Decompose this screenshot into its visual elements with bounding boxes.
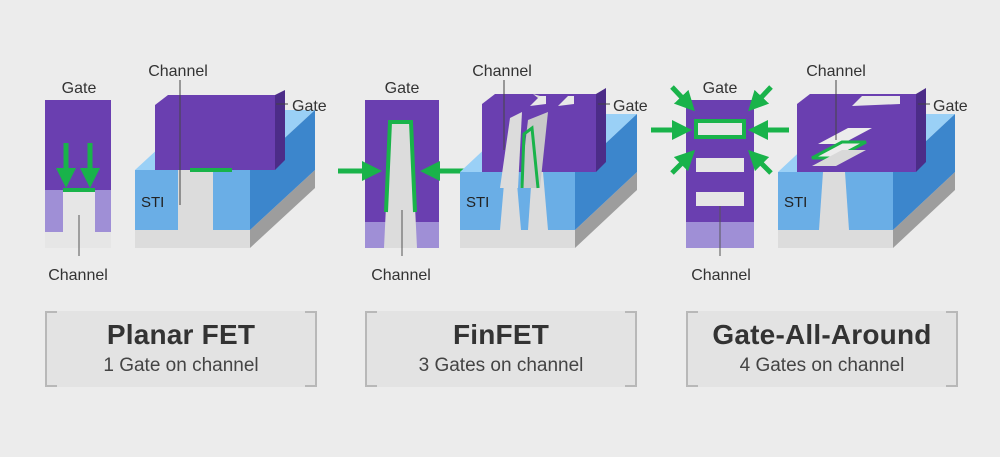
gaa-caption-card: Gate-All-Around 4 Gates on channel [686, 311, 958, 387]
finfet-iso-fin-back-top-1 [530, 96, 546, 106]
planar-xsec-channel-label: Channel [48, 267, 108, 284]
finfet-subtitle: 3 Gates on channel [418, 355, 584, 376]
planar-title: Planar FET [106, 319, 256, 350]
planar-subtitle: 1 Gate on channel [103, 355, 259, 376]
finfet-sti-label: STI [466, 194, 489, 211]
finfet-iso-gate-label: Gate [613, 98, 648, 115]
gaa-iso-gate-label: Gate [933, 98, 968, 115]
gaa-subtitle: 4 Gates on channel [739, 355, 905, 376]
gaa-iso-substrate-side [893, 172, 955, 248]
finfet-iso-gate-interface [520, 125, 540, 189]
planar-isometric: STI Channel Gate [135, 63, 327, 248]
gaa-cross-section: Gate Channel [651, 80, 789, 284]
planar-iso-substrate-side [250, 170, 315, 248]
planar-xsec-gate-label: Gate [62, 80, 97, 97]
planar-xsec-channel [45, 190, 111, 248]
gaa-title: Gate-All-Around [712, 319, 932, 350]
planar-iso-substrate-front [135, 230, 250, 248]
gaa-iso-gate-side [916, 88, 926, 172]
finfet-xsec-gate-label: Gate [385, 80, 420, 97]
gaa-iso-sti-side [893, 114, 955, 230]
finfet-iso-fin-back-top-2 [558, 96, 574, 106]
gaa-iso-substrate-front [778, 230, 893, 248]
gaa-xsec-nanosheet-1 [694, 119, 746, 139]
gaa-iso-sheet-3 [812, 150, 866, 166]
gaa-isometric: STI Channel Gate [778, 63, 968, 248]
gaa-iso-sheet-1 [818, 128, 872, 144]
planar-cross-section: Gate Channel [45, 80, 111, 284]
finfet-iso-channel-label: Channel [472, 63, 532, 80]
finfet-iso-sti-side [575, 114, 637, 230]
gaa-iso-fin-base [819, 172, 849, 230]
gaa-arrow-top-left [670, 85, 695, 112]
planar-iso-sti-side [250, 110, 315, 230]
finfet-iso-substrate-side [575, 172, 637, 248]
finfet-isometric: STI Channel Gate [460, 63, 648, 248]
planar-iso-gate-side [275, 90, 285, 170]
planar-iso-gate-label: Gate [292, 98, 327, 115]
planar-sti-label: STI [141, 194, 164, 211]
gaa-arrow-top-right [748, 85, 773, 112]
finfet-xsec-channel-label: Channel [371, 267, 431, 284]
planar-xsec-gate [45, 100, 111, 192]
finfet-xsec-fin [384, 122, 417, 248]
finfet-iso-substrate-front [460, 230, 575, 248]
gaa-iso-sheet-back [852, 96, 900, 106]
planar-iso-gate [155, 95, 275, 170]
finfet-title: FinFET [452, 319, 550, 350]
gaa-sti-label: STI [784, 194, 807, 211]
planar-iso-channel-label: Channel [148, 63, 208, 80]
gaa-xsec-gate-label: Gate [703, 80, 738, 97]
finfet-cross-section: Gate Channel [338, 80, 464, 284]
gaa-iso-channel-label: Channel [806, 63, 866, 80]
finfet-iso-fin-1 [500, 112, 522, 188]
gaa-arrow-bottom-right [747, 149, 773, 175]
gaa-xsec-channel-label: Channel [691, 267, 751, 284]
finfet-caption-card: FinFET 3 Gates on channel [365, 311, 637, 387]
gaa-xsec-nanosheet-3 [696, 192, 744, 206]
finfet-xsec-gate-interface [384, 120, 417, 213]
planar-caption-card: Planar FET 1 Gate on channel [45, 311, 317, 387]
finfet-iso-gate-side [596, 88, 606, 172]
gaa-xsec-nanosheet-2 [696, 158, 744, 172]
gaa-arrow-bottom-left [670, 149, 696, 175]
planar-iso-channel-front [178, 170, 213, 230]
